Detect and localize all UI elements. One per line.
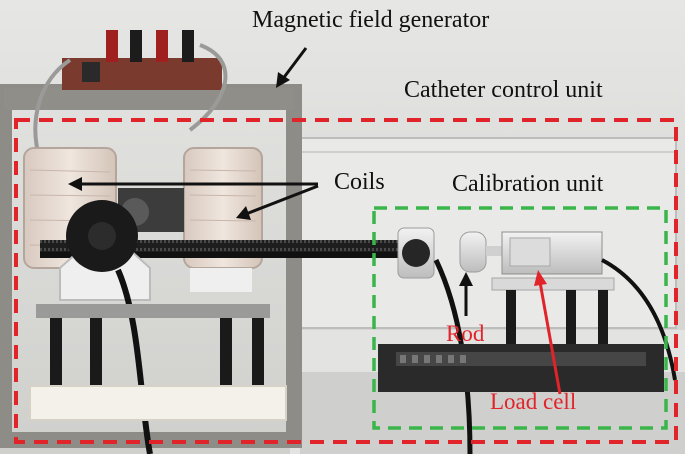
calibration-unit-label: Calibration unit bbox=[452, 171, 604, 197]
rod-holder bbox=[459, 231, 487, 273]
white-base bbox=[29, 385, 287, 421]
coils-arrow-right bbox=[245, 184, 319, 216]
generator-top-bar bbox=[4, 88, 294, 110]
coil-base bbox=[190, 268, 252, 292]
load-cell-label: Load cell bbox=[490, 389, 577, 414]
generator-arrow bbox=[280, 47, 308, 81]
load-cell-cable bbox=[601, 258, 677, 381]
calibration-unit-box bbox=[372, 206, 668, 430]
linear-stage bbox=[378, 344, 664, 392]
lower-stand-plate bbox=[36, 304, 270, 318]
load-cell-arrow bbox=[538, 281, 562, 395]
magnetic-field-generator-label: Magnetic field generator bbox=[252, 7, 490, 33]
coils-label: Coils bbox=[334, 169, 385, 195]
catheter-control-unit-label: Catheter control unit bbox=[404, 77, 603, 103]
motor-cable bbox=[115, 268, 153, 454]
control-unit-panel bbox=[295, 137, 677, 329]
rod-label: Rod bbox=[446, 321, 485, 346]
catheter-control-unit-box bbox=[14, 118, 678, 444]
